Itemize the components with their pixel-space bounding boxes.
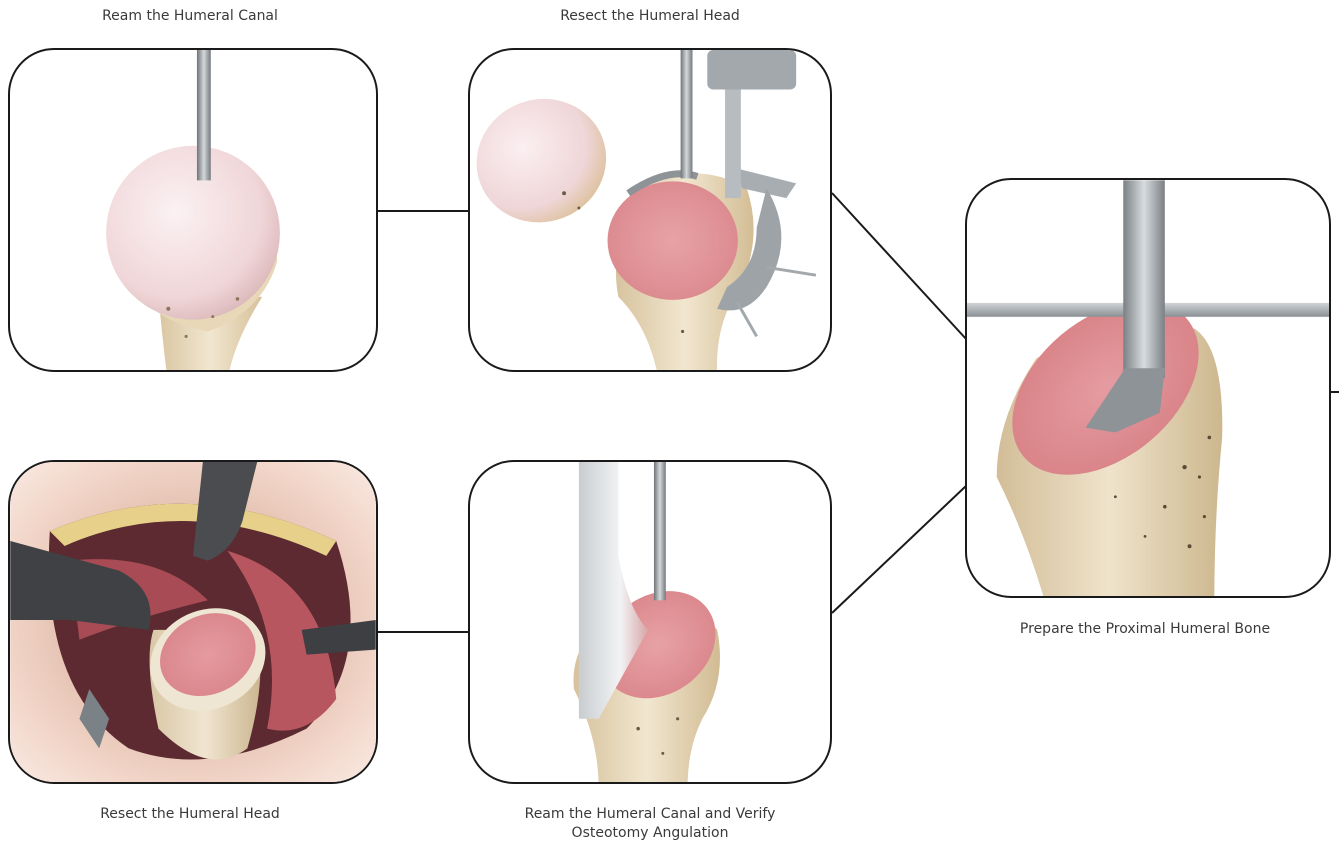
reamer-rod (197, 50, 211, 180)
step-1-caption: Ream the Humeral Canal (40, 7, 340, 26)
step-3-caption: Prepare the Proximal Humeral Bone (985, 620, 1305, 639)
connector-5-3 (832, 485, 967, 613)
humeral-head (106, 146, 280, 320)
cut-surface (608, 181, 738, 300)
step-3-panel (965, 178, 1331, 598)
vertical-rod (1123, 180, 1165, 378)
reamer-rod (681, 50, 693, 178)
proximal-humerus-preparation-illustration (967, 180, 1329, 596)
step-4-panel (8, 460, 378, 784)
humeral-head-resection-illustration (470, 50, 830, 370)
step-5-panel (468, 460, 832, 784)
humeral-head-reaming-illustration (10, 50, 376, 370)
step-5-caption: Ream the Humeral Canal and Verify Osteot… (500, 805, 800, 843)
surgical-view-illustration (10, 462, 376, 782)
reamer-rod (654, 462, 666, 600)
step-1-panel (8, 48, 378, 372)
step-2-panel (468, 48, 832, 372)
osteotomy-verification-illustration (470, 462, 830, 782)
connector-2-3 (832, 193, 967, 340)
step-2-caption: Resect the Humeral Head (500, 7, 800, 26)
resected-head-fragment (470, 81, 624, 241)
step-4-caption: Resect the Humeral Head (40, 805, 340, 824)
